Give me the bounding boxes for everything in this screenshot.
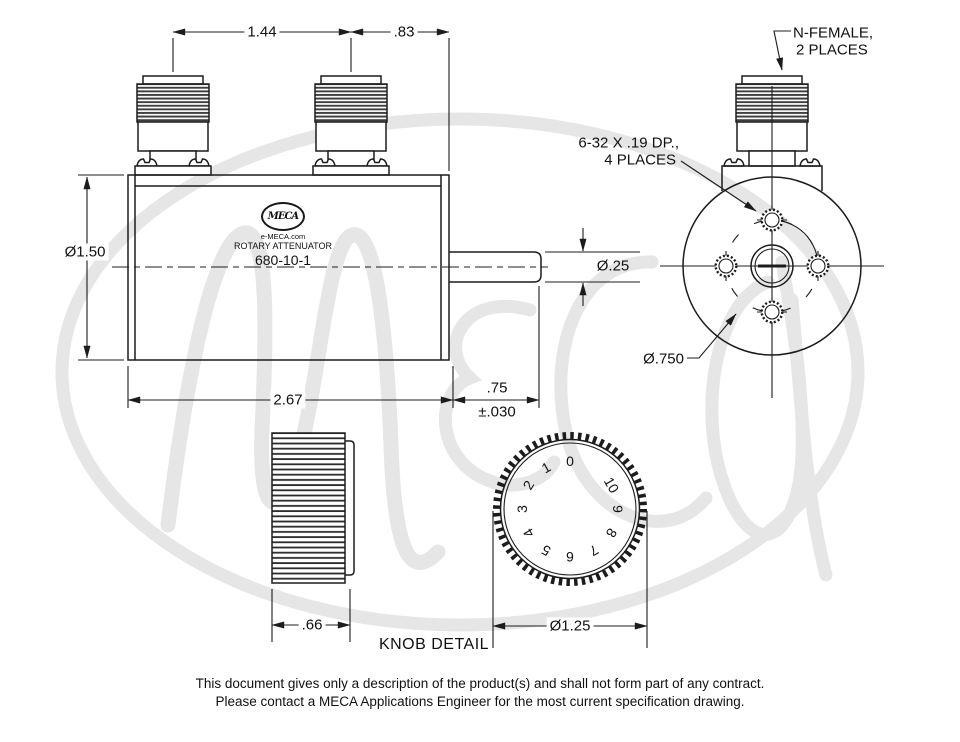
end-view-leaders xyxy=(680,30,791,359)
callout-tap-line2: 4 PLACES xyxy=(604,151,676,169)
nameplate: MECA e-MECA.com ROTARY ATTENUATOR 680-10… xyxy=(234,202,332,267)
dial-number: 3 xyxy=(514,505,530,513)
nameplate-website: e-MECA.com xyxy=(260,232,306,241)
tapped-hole-top xyxy=(757,205,787,235)
dim-body-length: 2.67 xyxy=(270,391,306,409)
n-connector-left xyxy=(134,75,212,176)
dim-connector-spacing: 1.44 xyxy=(244,23,280,41)
knob-face-view xyxy=(493,432,647,586)
center-shaft-hole xyxy=(750,244,794,288)
dim-body-diameter: Ø1.50 xyxy=(61,243,109,261)
side-view xyxy=(78,28,640,408)
n-connector-right xyxy=(312,75,390,176)
footer-line2: Please contact a MECA Applications Engin… xyxy=(215,694,745,709)
dim-knob-width: .66 xyxy=(298,616,326,634)
callout-tap-line1: 6-32 X .19 DP., xyxy=(578,134,679,152)
tapped-hole-left xyxy=(711,251,741,281)
dial-number: 9 xyxy=(610,505,626,513)
dim-shaft-diameter: Ø.25 xyxy=(596,257,630,275)
dial-number: 6 xyxy=(566,549,574,565)
dim-shaft-length: .75 xyxy=(486,379,508,397)
callout-connector-line1: N-FEMALE, xyxy=(793,24,874,42)
meca-logo-oval: MECA xyxy=(260,202,305,231)
knob-detail xyxy=(271,432,648,648)
dim-connector-to-edge: .83 xyxy=(390,23,418,41)
knob-side-view xyxy=(271,432,355,584)
dial-number: 0 xyxy=(566,453,574,469)
shaft xyxy=(449,251,542,283)
tapped-hole-bottom xyxy=(757,297,787,327)
dim-shaft-tolerance: ±.030 xyxy=(478,403,516,421)
footer-line1: This document gives only a description o… xyxy=(195,676,765,691)
end-view xyxy=(660,30,884,398)
meca-logo-text: MECA xyxy=(267,210,299,222)
tapped-hole-right xyxy=(803,251,833,281)
meca-watermark xyxy=(55,112,865,632)
nameplate-model: 680-10-1 xyxy=(254,251,312,268)
dim-knob-diameter: Ø1.25 xyxy=(546,617,594,635)
knob-detail-caption: KNOB DETAIL xyxy=(378,636,490,653)
dim-bolt-circle: Ø.750 xyxy=(643,350,684,368)
nameplate-product: ROTARY ATTENUATOR xyxy=(233,240,333,251)
callout-connector-line2: 2 PLACES xyxy=(796,41,868,59)
